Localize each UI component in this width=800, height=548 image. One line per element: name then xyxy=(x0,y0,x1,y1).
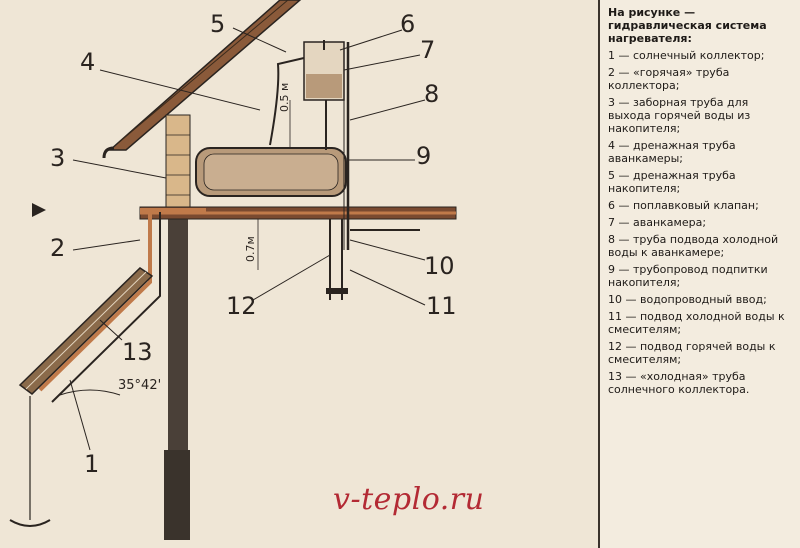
legend-item: 13 — «холодная» труба солнечного коллект… xyxy=(608,370,750,396)
storage-tank xyxy=(195,147,347,197)
callout-6: 6 xyxy=(400,10,416,38)
legend-item: 6 — поплавковый клапан; xyxy=(608,199,759,212)
legend-item: 11 — подвод холодной воды к смесителям; xyxy=(608,310,785,336)
legend-item: 9 — трубопровод подпитки накопителя; xyxy=(608,263,768,289)
callout-7: 7 xyxy=(420,36,436,64)
dimension-lower-height: 0.7м xyxy=(244,236,257,262)
dimension-upper-height: 0.5 м xyxy=(278,82,291,112)
collector-pipes xyxy=(38,208,206,403)
dimension-angle: 35°42' xyxy=(118,378,162,393)
callout-2: 2 xyxy=(50,234,66,262)
callout-4: 4 xyxy=(80,48,96,76)
supply-pipes xyxy=(326,219,420,300)
legend-title: На рисунке — гидравлическая система нагр… xyxy=(608,6,767,45)
legend-item: 5 — дренажная труба накопителя; xyxy=(608,169,736,195)
callout-13: 13 xyxy=(122,338,153,366)
callout-12: 12 xyxy=(226,292,257,320)
float-chamber xyxy=(303,40,345,101)
callout-1: 1 xyxy=(84,450,100,478)
house-wall xyxy=(164,114,191,540)
callout-8: 8 xyxy=(424,80,440,108)
legend-item: 4 — дренажная труба аванкамеры; xyxy=(608,139,736,165)
legend-panel: На рисунке — гидравлическая система нагр… xyxy=(598,0,800,548)
callout-3: 3 xyxy=(50,144,66,172)
legend-item: 10 — водопроводный ввод; xyxy=(608,293,767,306)
callout-11: 11 xyxy=(426,292,457,320)
callout-5: 5 xyxy=(210,10,226,38)
legend-item: 8 — труба подвода холодной воды к аванка… xyxy=(608,233,779,259)
roof xyxy=(102,0,302,159)
heater-system-drawing xyxy=(9,0,457,540)
arrow-marker-icon xyxy=(32,203,46,217)
callout-9: 9 xyxy=(416,142,432,170)
legend-item: 2 — «горячая» труба коллектора; xyxy=(608,66,730,92)
legend-item: 1 — солнечный коллектор; xyxy=(608,49,765,62)
legend-item: 3 — заборная труба для выхода горячей во… xyxy=(608,96,751,135)
legend-item: 12 — подвод горячей воды к смесителям; xyxy=(608,340,776,366)
callout-10: 10 xyxy=(424,252,455,280)
diagram-panel: 1 2 3 4 5 6 7 8 9 10 11 12 13 0.5 м 0.7м… xyxy=(0,0,598,548)
watermark: v-teplo.ru xyxy=(333,482,485,517)
solar-collector xyxy=(9,267,154,527)
callout-leaders xyxy=(69,27,426,451)
legend-item: 7 — аванкамера; xyxy=(608,216,707,229)
